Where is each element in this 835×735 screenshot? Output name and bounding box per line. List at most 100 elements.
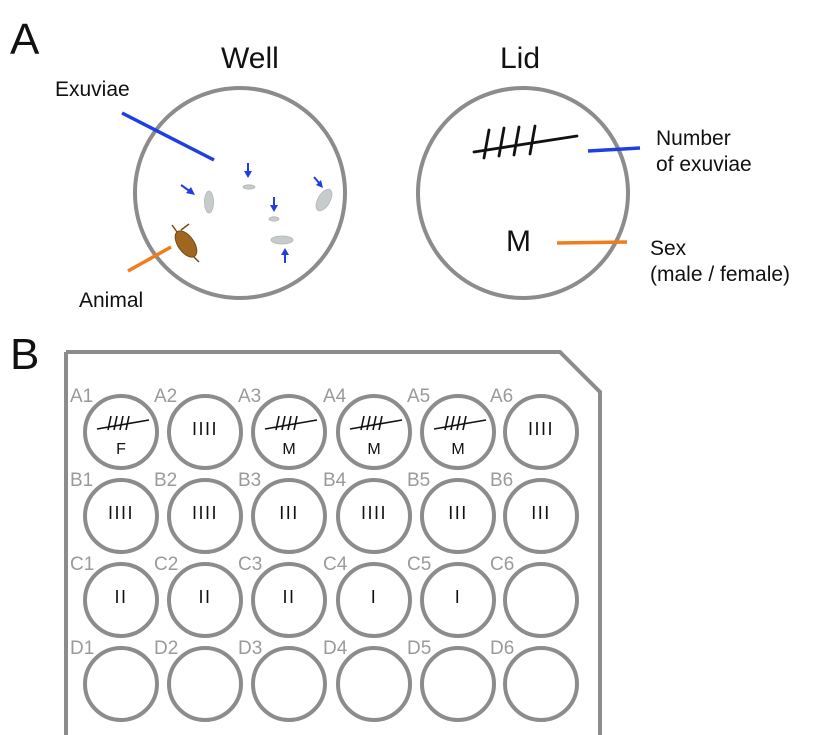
well-outline — [251, 562, 327, 638]
exuvia-icon — [204, 190, 214, 214]
well-outline — [420, 394, 496, 470]
count-pointer-line — [587, 146, 641, 153]
animal-label: Animal — [79, 289, 144, 312]
lid-tally-marks — [472, 124, 579, 160]
exuviae-label: Exuviae — [55, 78, 130, 101]
tally-marks: II — [282, 587, 295, 607]
tally-marks: I — [455, 587, 462, 607]
sex-mark: M — [367, 441, 380, 458]
well-id-label: C3 — [238, 554, 262, 575]
well-id-label: D4 — [323, 638, 348, 659]
well-a5: A5M — [407, 386, 496, 470]
plate-outline — [64, 350, 602, 735]
sex-label-line2: (male / female) — [650, 262, 791, 286]
sex-mark: F — [116, 441, 126, 458]
tally-marks — [96, 415, 150, 431]
sex-pointer-line — [556, 240, 628, 245]
tally-marks: IIII — [108, 503, 134, 523]
well-id-label: C2 — [154, 554, 178, 575]
well-id-label: A2 — [154, 386, 177, 407]
tally-marks: IIII — [361, 503, 387, 523]
well-d5: D5 — [407, 638, 496, 722]
exuvia-icon — [242, 184, 256, 190]
well-circle — [133, 86, 347, 300]
count-label-line2: of exuviae — [656, 152, 752, 176]
well-id-label: B2 — [154, 470, 177, 491]
well-d1: D1 — [70, 638, 159, 722]
sex-mark: M — [451, 441, 464, 458]
well-outline — [336, 646, 412, 722]
well-d3: D3 — [238, 638, 327, 722]
exuvia-icon — [268, 216, 280, 222]
arrow-icon — [270, 197, 278, 212]
well-outline — [167, 394, 243, 470]
well-outline — [167, 478, 243, 554]
arrow-icon — [244, 163, 252, 178]
exuviae-arrows — [180, 163, 323, 263]
well-id-label: C1 — [70, 554, 94, 575]
well-id-label: C6 — [490, 554, 514, 575]
well-id-label: D2 — [154, 638, 178, 659]
well-outline — [251, 646, 327, 722]
well-id-label: D1 — [70, 638, 94, 659]
well-id-label: A1 — [70, 386, 93, 407]
arrow-icon — [313, 176, 323, 188]
tally-marks: IIII — [192, 503, 218, 523]
exuviae-group — [204, 184, 333, 245]
well-outline — [503, 562, 579, 638]
tally-marks: IIII — [192, 419, 218, 439]
well-outline — [83, 478, 159, 554]
well-outline — [251, 478, 327, 554]
well-c6: C6 — [490, 554, 579, 638]
arrow-icon — [180, 184, 195, 195]
panel-b-letter: B — [10, 330, 40, 379]
tally-marks: IIII — [528, 419, 554, 439]
well-outline — [83, 646, 159, 722]
well-a3: A3M — [238, 386, 327, 470]
well-id-label: D6 — [490, 638, 514, 659]
sex-label-line1: Sex — [650, 237, 687, 260]
well-id-label: B4 — [323, 470, 347, 491]
well-id-label: B3 — [238, 470, 261, 491]
well-title: Well — [221, 42, 279, 75]
well-id-label: B1 — [70, 470, 93, 491]
tally-marks: I — [371, 587, 378, 607]
well-outline — [167, 562, 243, 638]
exuviae-pointer-line — [121, 111, 215, 162]
count-label-line1: Number — [656, 127, 731, 150]
well-outline — [336, 562, 412, 638]
tally-marks: II — [198, 587, 211, 607]
well-d2: D2 — [154, 638, 243, 722]
well-c5: C5I — [407, 554, 496, 638]
well-outline — [503, 478, 579, 554]
well-id-label: A5 — [407, 386, 430, 407]
exuvia-icon — [270, 235, 294, 245]
well-outline — [420, 478, 496, 554]
well-outline — [83, 394, 159, 470]
well-d4: D4 — [323, 638, 412, 722]
well-a4: A4M — [323, 386, 412, 470]
well-id-label: A4 — [323, 386, 347, 407]
well-outline — [503, 394, 579, 470]
well-id-label: A6 — [490, 386, 513, 407]
tally-marks: III — [531, 503, 551, 523]
well-id-label: C4 — [323, 554, 348, 575]
tally-marks: III — [279, 503, 299, 523]
well-outline — [251, 394, 327, 470]
lid-sex-mark: M — [506, 225, 531, 258]
lid-title: Lid — [500, 42, 541, 75]
well-outline — [503, 646, 579, 722]
panel-a-letter: A — [10, 15, 40, 64]
count-label: Number of exuviae — [656, 126, 752, 177]
sex-mark: M — [282, 441, 295, 458]
